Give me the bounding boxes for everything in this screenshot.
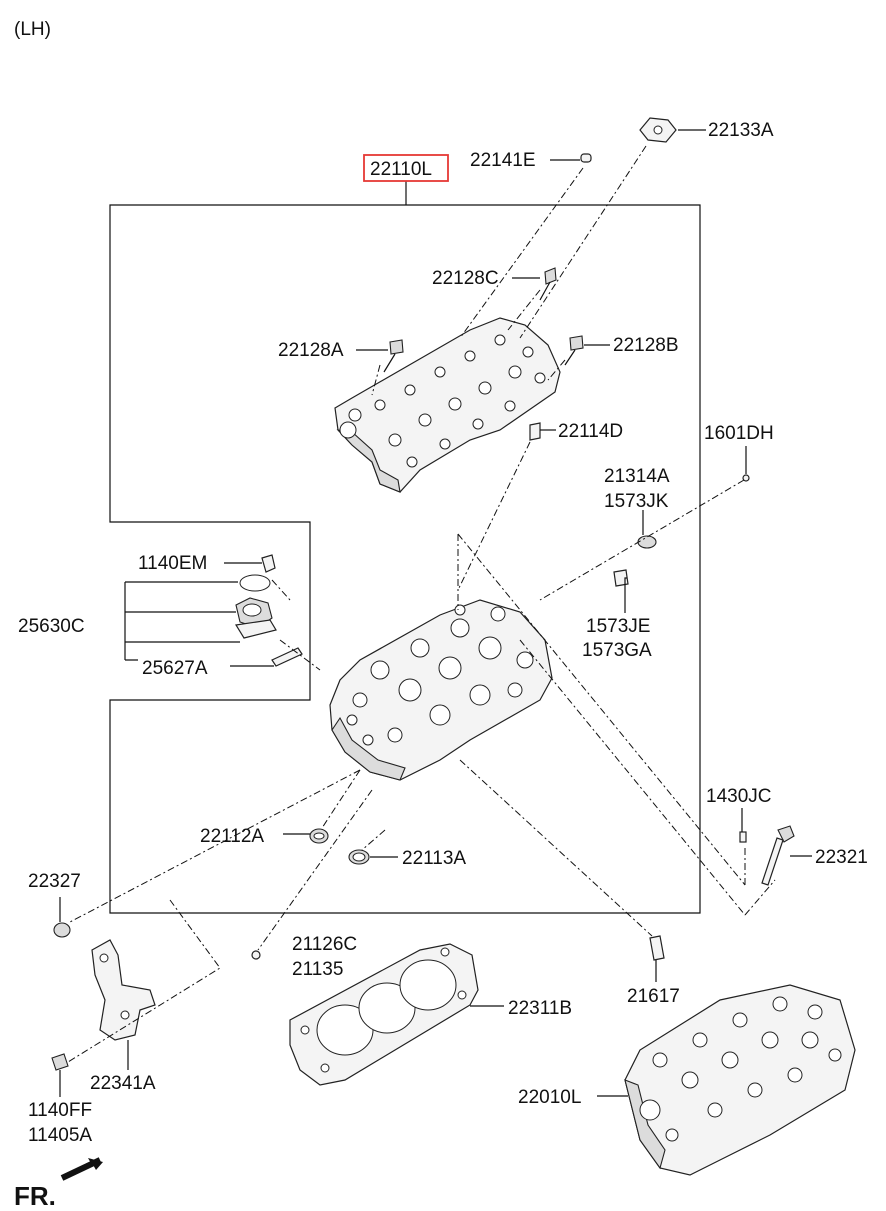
part-label-21617[interactable]: 21617 — [627, 986, 680, 1007]
part-label-1601DH[interactable]: 1601DH — [704, 423, 774, 444]
part-label-22141E[interactable]: 22141E — [470, 150, 536, 171]
part-label-21126C[interactable]: 21126C — [292, 934, 357, 955]
part-22110L-label: 22110L — [370, 159, 432, 180]
part-labels: 22141E 22133A 22128C 22128A 22128B 22114… — [18, 120, 868, 1146]
part-label-22128B[interactable]: 22128B — [613, 335, 679, 356]
part-label-1140FF[interactable]: 1140FF — [28, 1100, 92, 1121]
part-label-22321[interactable]: 22321 — [815, 847, 868, 868]
variant-label: (LH) — [14, 19, 51, 40]
assembly-frame — [109, 204, 701, 914]
cylinder-head-part — [329, 599, 553, 781]
part-label-22327[interactable]: 22327 — [28, 871, 81, 892]
water-outlet-part — [235, 554, 303, 667]
part-label-11405A[interactable]: 11405A — [28, 1125, 92, 1146]
highlight-box — [363, 154, 449, 182]
part-label-22311B[interactable]: 22311B — [508, 998, 572, 1019]
hardware-parts — [51, 117, 795, 1071]
part-label-22133A[interactable]: 22133A — [708, 120, 774, 141]
assembly-dash-lines — [67, 145, 776, 1063]
part-label-25627A[interactable]: 25627A — [142, 658, 208, 679]
part-label-22112A[interactable]: 22112A — [200, 826, 264, 847]
front-direction-label: FR. — [14, 1181, 56, 1211]
part-label-1430JC[interactable]: 1430JC — [706, 786, 772, 807]
part-label-1573GA[interactable]: 1573GA — [582, 640, 652, 661]
part-22110L-callout[interactable]: 22110L — [363, 154, 449, 182]
part-label-22128A[interactable]: 22128A — [278, 340, 344, 361]
part-label-1573JE[interactable]: 1573JE — [586, 616, 650, 637]
part-label-1140EM[interactable]: 1140EM — [138, 553, 207, 574]
head-gasket-part — [289, 943, 479, 1086]
part-label-25630C[interactable]: 25630C — [18, 616, 85, 637]
part-label-22128C[interactable]: 22128C — [432, 268, 499, 289]
part-label-22114D[interactable]: 22114D — [558, 421, 623, 442]
part-label-22341A[interactable]: 22341A — [90, 1073, 156, 1094]
part-label-21314A[interactable]: 21314A — [604, 466, 670, 487]
head-assembly-part — [624, 984, 856, 1176]
part-label-21135[interactable]: 21135 — [292, 959, 343, 980]
part-label-22010L[interactable]: 22010L — [518, 1087, 581, 1108]
part-label-1573JK[interactable]: 1573JK — [604, 491, 669, 512]
part-label-22113A[interactable]: 22113A — [402, 848, 466, 869]
leader-lines — [59, 129, 812, 1097]
bracket-part — [91, 939, 156, 1041]
cam-carrier-part — [334, 317, 561, 493]
front-arrow-shaft — [60, 1157, 102, 1181]
